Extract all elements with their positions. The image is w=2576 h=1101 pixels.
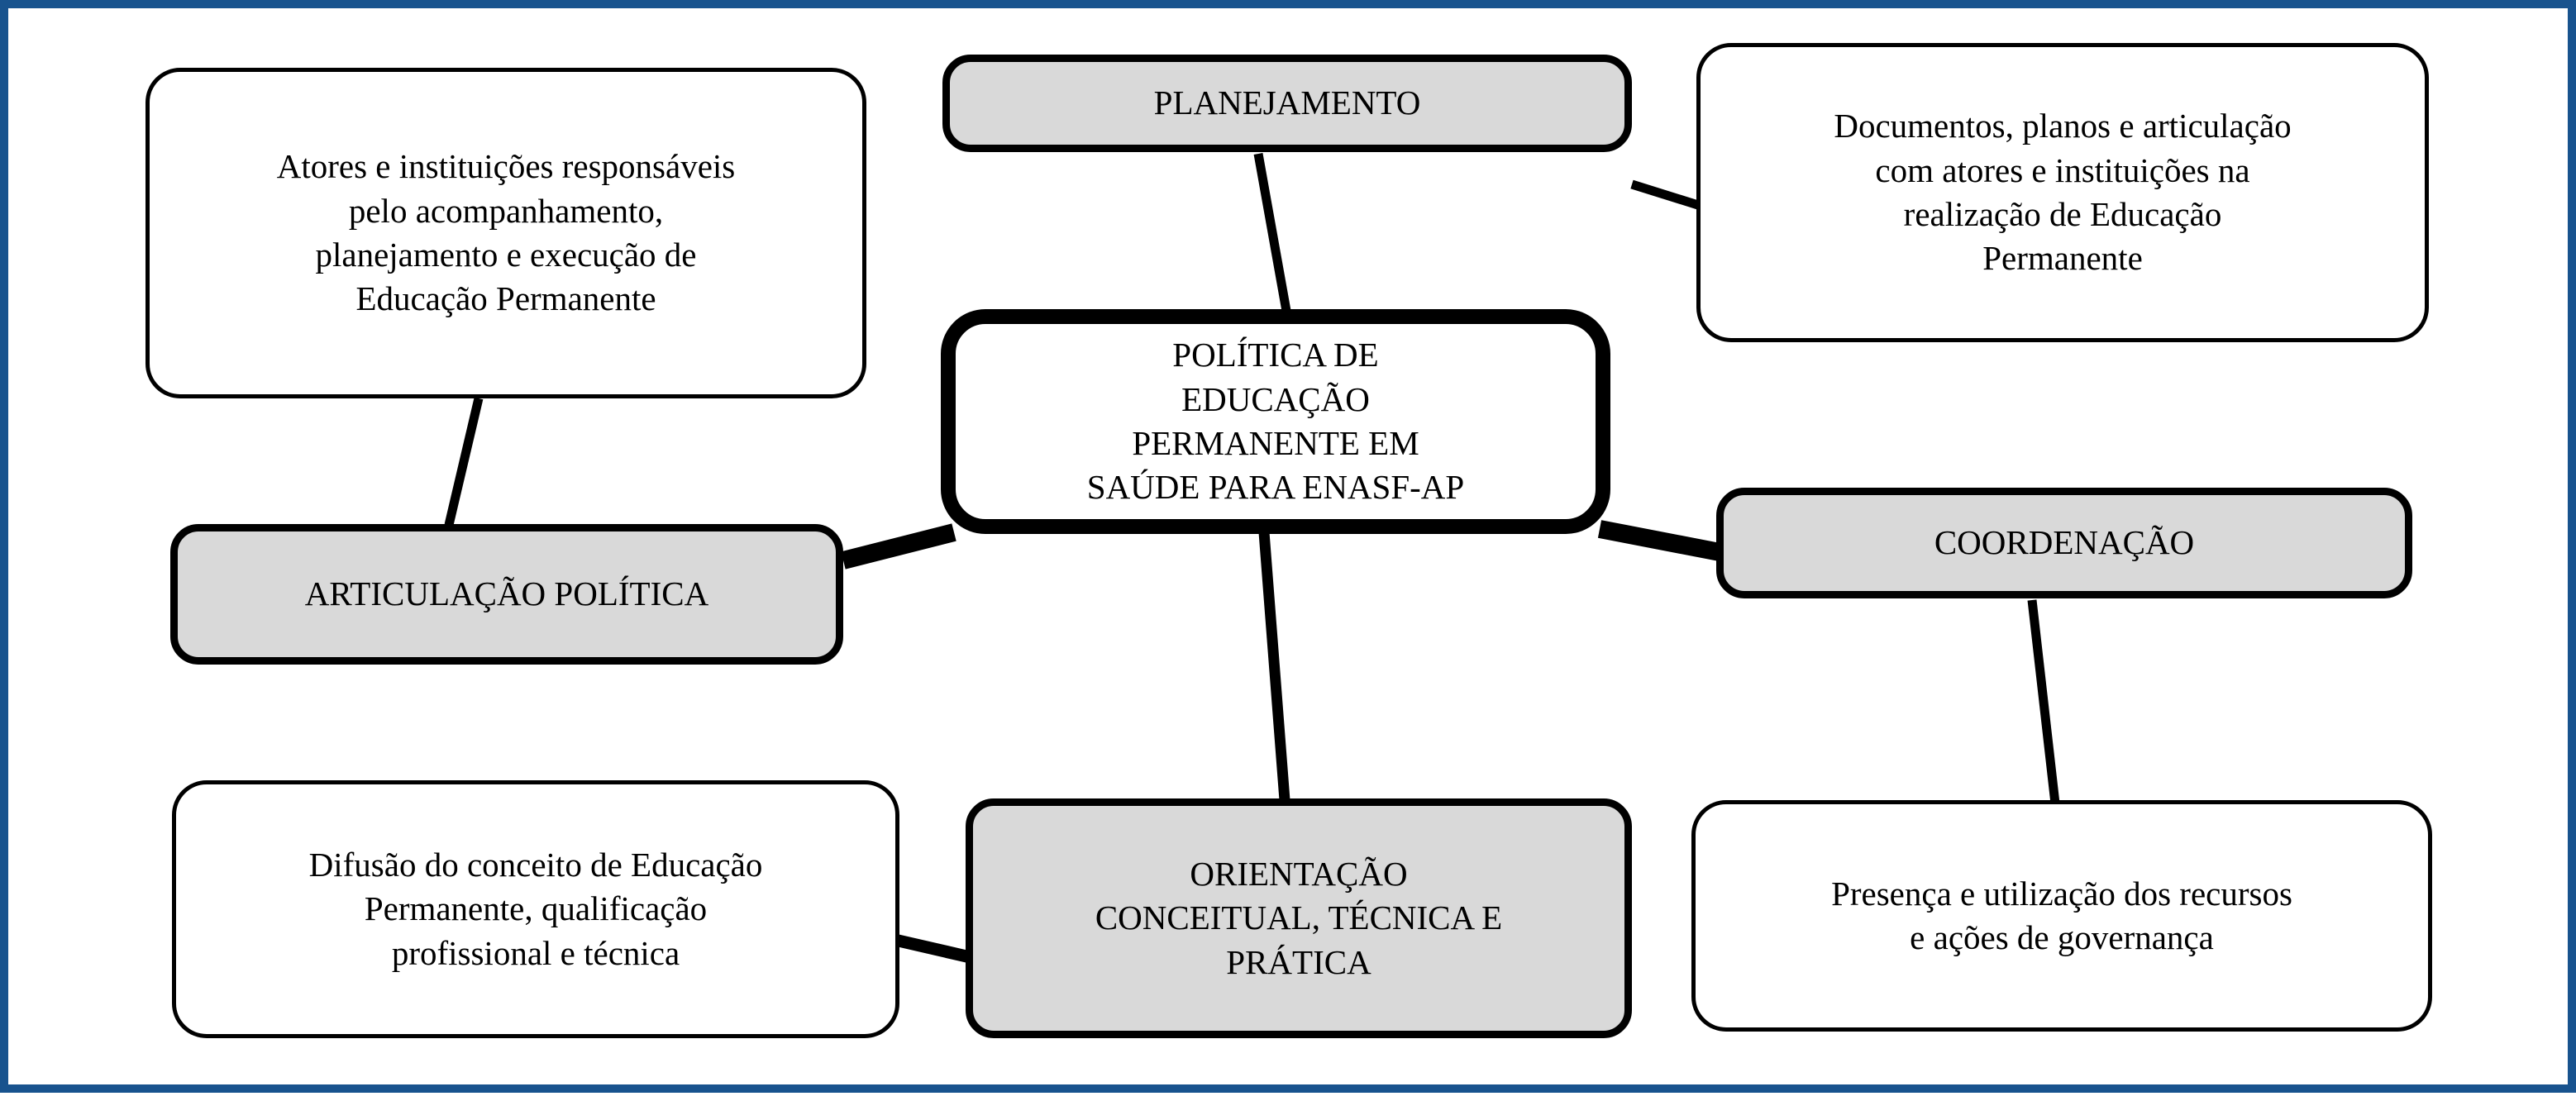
node-articulacao-politica[interactable]: ARTICULAÇÃO POLÍTICA xyxy=(170,524,843,665)
node-label: POLÍTICA DE EDUCAÇÃO PERMANENTE EM SAÚDE… xyxy=(1086,336,1465,507)
node-label: ARTICULAÇÃO POLÍTICA xyxy=(304,574,709,613)
connector-planejamento-politica xyxy=(1253,153,1291,312)
node-label: PLANEJAMENTO xyxy=(1153,83,1421,122)
node-atores-instituicoes[interactable]: Atores e instituições responsáveis pelo … xyxy=(145,68,866,398)
node-label: Documentos, planos e articulação com ato… xyxy=(1834,107,2292,278)
connector-atores-articulacao xyxy=(444,397,484,527)
node-label: Difusão do conceito de Educação Permanen… xyxy=(308,846,763,972)
node-planejamento[interactable]: PLANEJAMENTO xyxy=(942,55,1632,152)
connector-difusao-orientacao xyxy=(890,932,979,965)
node-coordenacao[interactable]: COORDENAÇÃO xyxy=(1716,488,2412,598)
connector-coordenacao-presenca xyxy=(2027,599,2060,804)
node-politica-educacao-permanente[interactable]: POLÍTICA DE EDUCAÇÃO PERMANENTE EM SAÚDE… xyxy=(941,309,1610,534)
node-orientacao-conceitual[interactable]: ORIENTAÇÃO CONCEITUAL, TÉCNICA E PRÁTICA xyxy=(966,798,1632,1038)
node-label: ORIENTAÇÃO CONCEITUAL, TÉCNICA E PRÁTICA xyxy=(1095,855,1503,981)
connector-politica-coordenacao xyxy=(1597,520,1722,561)
node-documentos-planos[interactable]: Documentos, planos e articulação com ato… xyxy=(1696,43,2429,342)
connector-layer xyxy=(444,153,2060,965)
node-label: Atores e instituições responsáveis pelo … xyxy=(276,147,736,318)
node-difusao-conceito[interactable]: Difusão do conceito de Educação Permanen… xyxy=(172,780,899,1038)
node-presenca-utilizacao-recursos[interactable]: Presença e utilização dos recursos e açõ… xyxy=(1691,800,2432,1032)
node-label: Presença e utilização dos recursos e açõ… xyxy=(1831,874,2292,956)
node-label: COORDENAÇÃO xyxy=(1934,523,2195,562)
connector-planejamento-documentos xyxy=(1630,179,1702,211)
connector-politica-articulacao xyxy=(841,523,956,570)
connector-politica-orientacao xyxy=(1258,531,1290,801)
